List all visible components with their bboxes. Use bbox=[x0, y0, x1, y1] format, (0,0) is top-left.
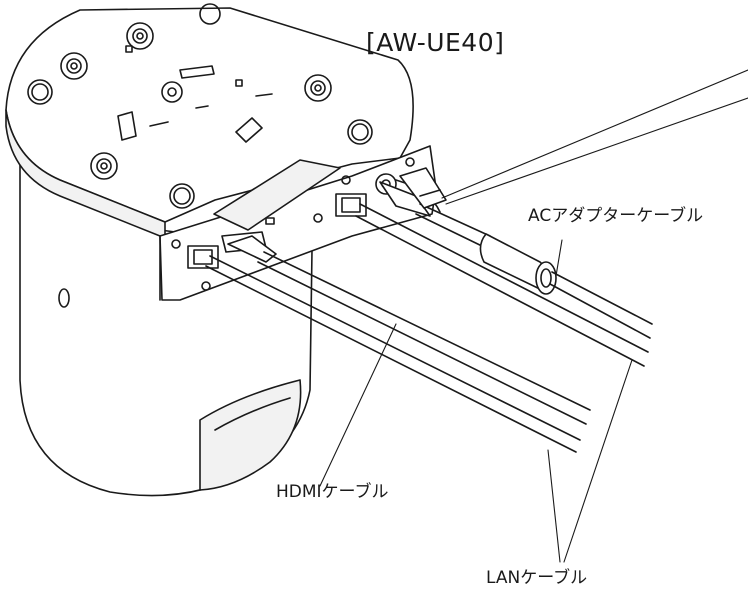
ac-adapter-cable-label: ACアダプターケーブル bbox=[528, 206, 704, 226]
leader-ac bbox=[555, 239, 563, 277]
leader-top-1 bbox=[441, 69, 748, 199]
leader-top-2 bbox=[445, 97, 748, 205]
cable-clamp bbox=[399, 167, 447, 209]
panel-screws bbox=[171, 157, 425, 291]
plate-screws bbox=[60, 22, 332, 180]
model-label: [AW-UE40] bbox=[366, 28, 505, 57]
lan-cable-1 bbox=[205, 255, 581, 453]
lan-cable-2 bbox=[355, 203, 649, 367]
dome-front-panel bbox=[199, 379, 302, 491]
hdmi-cable-label: HDMIケーブル bbox=[276, 482, 389, 502]
rear-panel-recess bbox=[213, 159, 341, 231]
lan-port-2 bbox=[335, 193, 367, 217]
rear-panel bbox=[159, 145, 437, 301]
plate-cutouts bbox=[117, 45, 273, 143]
lan-cable-label: LANケーブル bbox=[486, 568, 588, 588]
base-feet bbox=[27, 3, 373, 209]
hdmi-cable bbox=[227, 235, 591, 425]
leader-lan-2 bbox=[563, 359, 633, 563]
leader-lan-1 bbox=[547, 449, 561, 563]
ac-adapter-cable bbox=[379, 179, 653, 339]
leader-lines bbox=[319, 69, 748, 563]
leader-hdmi bbox=[319, 323, 397, 487]
dome-screw-hole bbox=[58, 288, 70, 308]
